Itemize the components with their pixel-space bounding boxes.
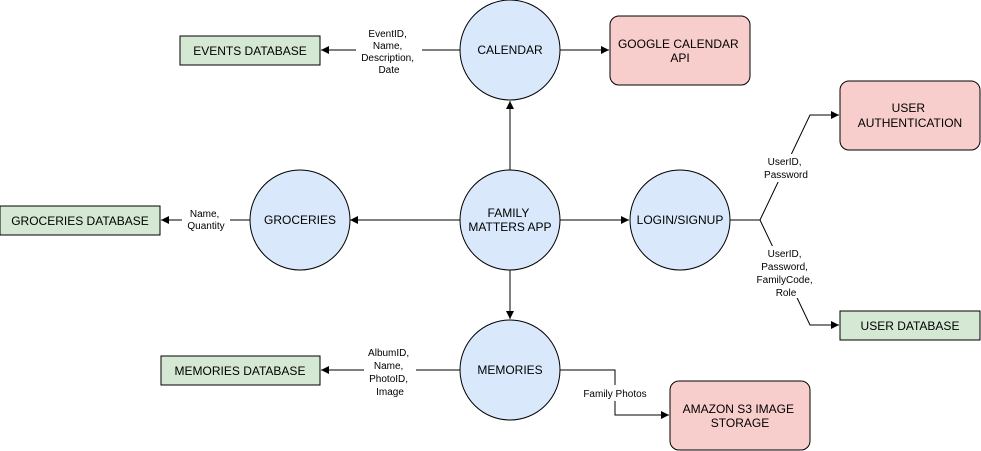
db-user-label: USER DATABASE <box>861 319 960 333</box>
db-groceries-label: GROCERIES DATABASE <box>11 214 149 228</box>
external-s3-label: AMAZON S3 IMAGE STORAGE <box>683 402 798 430</box>
external-google-calendar-label: GOOGLE CALENDAR API <box>618 37 742 65</box>
db-events-shape <box>179 35 321 66</box>
process-memories: MEMORIES <box>459 319 561 421</box>
db-memories-label: MEMORIES DATABASE <box>175 364 306 378</box>
edge-labels: EventID, Name, Description, Date Name, Q… <box>182 26 820 401</box>
process-groceries-shape <box>249 169 351 271</box>
process-calendar-shape <box>459 0 561 101</box>
process-memories-shape <box>459 319 561 421</box>
external-s3: AMAZON S3 IMAGE STORAGE <box>669 380 811 451</box>
process-login-shape <box>629 169 731 271</box>
external-user-auth-shape <box>839 80 981 151</box>
process-memories-label: MEMORIES <box>477 363 542 377</box>
edge-label-auth: UserID, Password <box>764 157 808 181</box>
external-user-auth: USER AUTHENTICATION <box>839 80 981 151</box>
process-login: LOGIN/SIGNUP <box>629 169 731 271</box>
edge-label-groceries: Name, Quantity <box>187 209 224 232</box>
db-events: EVENTS DATABASE <box>179 35 321 66</box>
process-calendar: CALENDAR <box>459 0 561 101</box>
process-groceries-label: GROCERIES <box>264 213 336 227</box>
db-events-label: EVENTS DATABASE <box>193 44 307 58</box>
edge-label-photos: Family Photos <box>583 389 646 400</box>
external-s3-shape <box>669 380 811 451</box>
external-google-calendar-shape <box>609 15 751 86</box>
db-memories-shape <box>160 355 321 386</box>
edge-label-events: EventID, Name, Description, Date <box>361 29 417 76</box>
db-memories: MEMORIES DATABASE <box>160 355 321 386</box>
edge-label-memories: AlbumID, Name, PhotoID, Image <box>368 348 412 398</box>
process-family-app: FAMILY MATTERS APP <box>459 169 561 271</box>
db-groceries: GROCERIES DATABASE <box>0 205 161 236</box>
process-groceries: GROCERIES <box>249 169 351 271</box>
external-user-auth-label: USER AUTHENTICATION <box>858 101 962 130</box>
process-family-app-label: FAMILY MATTERS APP <box>468 206 551 234</box>
process-login-label: LOGIN/SIGNUP <box>637 213 724 227</box>
db-groceries-shape <box>0 205 161 236</box>
db-user: USER DATABASE <box>839 310 981 341</box>
db-user-shape <box>839 310 981 341</box>
edge-label-userdb: UserID, Password, FamilyCode, Role <box>757 249 816 299</box>
process-family-app-shape <box>459 169 561 271</box>
external-google-calendar: GOOGLE CALENDAR API <box>609 15 751 86</box>
process-calendar-label: CALENDAR <box>477 43 543 57</box>
